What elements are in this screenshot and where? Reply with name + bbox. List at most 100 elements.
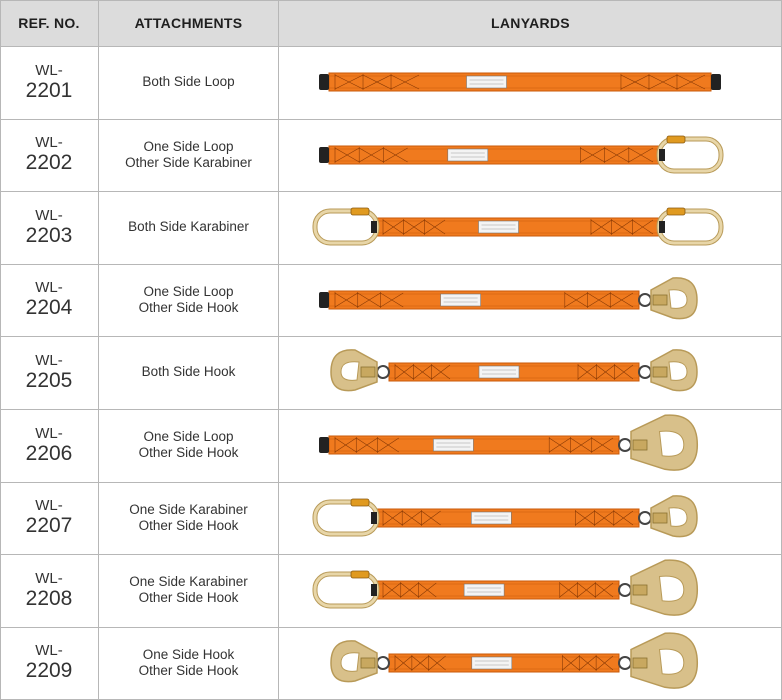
attachment-line-1: One Side Karabiner [129, 501, 248, 517]
ref-number-cell: WL-2208 [0, 554, 98, 626]
karabiner-icon [312, 207, 380, 246]
strap [328, 435, 620, 455]
row-divider [0, 118, 782, 120]
column-divider [278, 0, 279, 700]
ref-prefix: WL- [35, 569, 63, 587]
attachment-line-2: Other Side Hook [138, 517, 239, 533]
attachment-cell: Both Side Hook [99, 336, 278, 408]
ref-prefix: WL- [35, 61, 63, 79]
lanyard-illustration [312, 207, 724, 246]
end-loop [319, 291, 329, 308]
snap-hook-large-icon [618, 414, 699, 471]
attachment-line-1: One Side Loop [143, 283, 234, 299]
row-divider [0, 263, 782, 265]
snap-hook-large-icon [618, 559, 699, 617]
ref-number-cell: WL-2202 [0, 119, 98, 191]
ref-number: 2204 [25, 296, 73, 320]
lanyard-image-cell [279, 627, 782, 699]
karabiner-icon [312, 570, 380, 609]
ref-number: 2209 [25, 659, 73, 683]
ref-prefix: WL- [35, 206, 63, 224]
attachment-line-2: Other Side Hook [138, 662, 239, 678]
lanyard-image-cell [279, 46, 782, 118]
row-divider [0, 554, 782, 556]
snap-hook-icon [330, 639, 390, 683]
end-loop [319, 437, 329, 453]
snap-hook-icon [330, 349, 390, 392]
attachment-line-1: One Side Loop [143, 138, 234, 154]
lanyard-illustration [319, 414, 699, 471]
snap-hook-icon [638, 494, 698, 537]
attachment-line-1: Both Side Loop [142, 74, 235, 89]
lanyard-image-cell [279, 191, 782, 263]
karabiner-icon [312, 498, 380, 537]
ref-number: 2201 [25, 78, 73, 102]
end-loop [711, 74, 721, 90]
strap [328, 72, 712, 92]
attachment-cell: Both Side Loop [99, 46, 278, 118]
ref-number: 2206 [25, 441, 73, 465]
lanyard-image-cell [279, 264, 782, 336]
lanyard-illustration [330, 349, 698, 392]
table-row: WL-2201 Both Side Loop [0, 46, 782, 118]
table-header: REF. NO. ATTACHMENTS LANYARDS [0, 0, 782, 46]
ref-number-cell: WL-2207 [0, 482, 98, 554]
ref-prefix: WL- [35, 134, 63, 152]
table-row: WL-2203 Both Side Karabiner [0, 191, 782, 263]
ref-prefix: WL- [35, 497, 63, 515]
ref-number-cell: WL-2204 [0, 264, 98, 336]
column-divider [98, 0, 99, 700]
row-divider [0, 626, 782, 628]
ref-prefix: WL- [35, 424, 63, 442]
ref-number: 2207 [25, 514, 73, 538]
strap [328, 290, 640, 310]
snap-hook-icon [638, 349, 698, 392]
strap [388, 653, 620, 673]
snap-hook-large-icon [618, 632, 699, 689]
attachment-line-1: Both Side Karabiner [128, 219, 249, 235]
ref-number: 2202 [25, 151, 73, 175]
attachment-line-1: One Side Karabiner [129, 574, 248, 590]
lanyard-illustration [330, 632, 699, 689]
snap-hook-icon [638, 276, 698, 320]
lanyard-image-cell [279, 409, 782, 481]
attachment-line-2: Other Side Hook [138, 590, 239, 606]
lanyard-illustration [319, 72, 721, 92]
strap [376, 217, 660, 237]
ref-number: 2205 [25, 368, 73, 392]
row-divider [0, 481, 782, 483]
attachment-line-2: Other Side Hook [138, 445, 239, 460]
strap [388, 362, 640, 382]
attachment-line-2: Other Side Karabiner [125, 154, 252, 170]
lanyard-image-cell [279, 119, 782, 191]
attachment-line-1: One Side Hook [142, 646, 235, 662]
ref-number-cell: WL-2203 [0, 191, 98, 263]
lanyard-image-cell [279, 554, 782, 626]
ref-number-cell: WL-2206 [0, 409, 98, 481]
end-loop [319, 74, 329, 90]
end-loop [319, 146, 329, 163]
lanyard-illustration [312, 559, 699, 617]
karabiner-icon [656, 207, 724, 246]
row-divider [0, 409, 782, 410]
ref-number-cell: WL-2201 [0, 46, 98, 118]
ref-prefix: WL- [35, 642, 63, 660]
header-attachments: ATTACHMENTS [134, 15, 243, 31]
lanyard-illustration [319, 276, 698, 320]
ref-prefix: WL- [35, 279, 63, 297]
row-divider [0, 46, 782, 47]
lanyard-illustration [312, 494, 698, 537]
